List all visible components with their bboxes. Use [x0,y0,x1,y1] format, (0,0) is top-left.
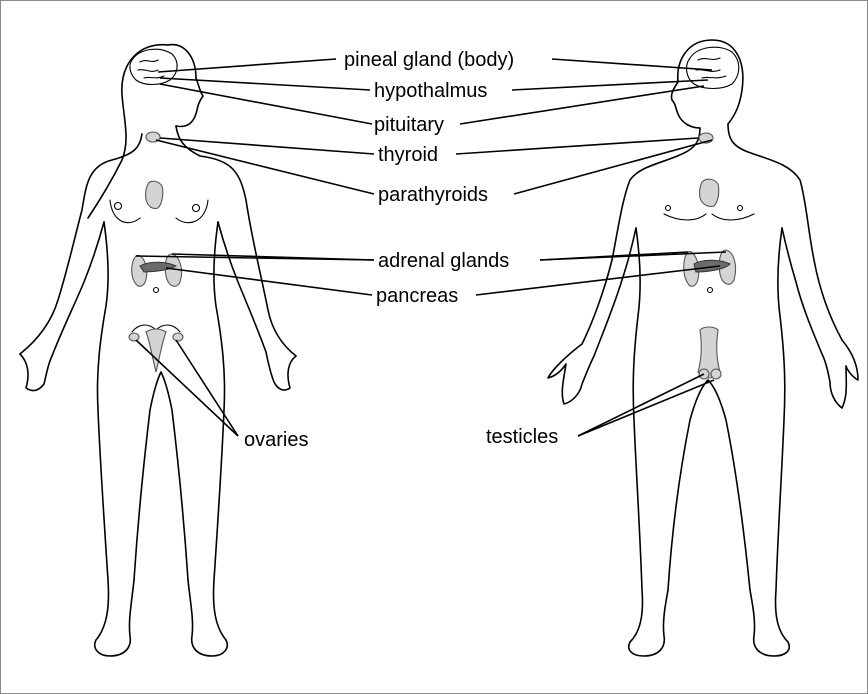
label-thyroid: thyroid [378,144,438,166]
hypothalamus-leader-left [160,78,370,90]
label-ovaries: ovaries [244,429,308,451]
female-inner-legs [134,372,188,580]
pancreas-leader-right [476,266,720,295]
female-face [176,78,203,126]
female-thymus [146,181,163,208]
male-left-testicle [711,369,721,379]
male-left-arm-inner [782,228,822,354]
female-right-arm-inner [218,222,266,352]
female-right-leg-outer [188,222,227,656]
label-pineal-gland: pineal gland (body) [344,49,514,71]
male-thymus [700,179,719,206]
male-figure [548,40,858,656]
hypothalamus-leader-right [512,80,708,90]
female-right-nipple [193,205,200,212]
male-left-hand [822,340,858,408]
female-left-nipple [115,203,122,210]
male-brain [687,47,739,88]
parathyroids-leader-left [156,140,374,194]
male-head-back [712,40,743,124]
male-left-nipple [738,206,743,211]
male-right-nipple [666,206,671,211]
ovaries-leader-2 [176,340,238,436]
female-right-breast [176,200,208,223]
female-right-ovary [173,333,183,341]
label-pituitary: pituitary [374,114,444,136]
female-left-ovary [129,333,139,341]
label-pancreas: pancreas [376,285,458,307]
male-right-arm-outer [582,128,700,344]
male-right-hand [548,344,594,404]
label-testicles: testicles [486,426,558,448]
male-brain-folds [696,58,726,78]
pituitary-leader-left [160,84,372,124]
female-left-hand [20,354,52,391]
label-hypothalamus: hypothalmus [374,80,487,102]
female-left-arm-inner [52,222,104,356]
female-left-arm-outer [20,134,142,354]
female-right-hand [266,352,296,390]
male-left-arm-outer [728,124,842,340]
female-navel [154,288,159,293]
thyroid-leader-right [456,138,698,154]
female-left-leg-outer [95,222,134,656]
pancreas-leader-left [166,268,372,295]
female-left-breast [110,200,140,223]
female-figure [20,45,296,656]
female-hair-top [168,45,196,78]
male-right-leg-outer [629,228,668,656]
female-brain-folds [138,60,164,78]
label-parathyroids: parathyroids [378,184,488,206]
male-face [671,40,712,128]
pituitary-leader-right [460,86,704,124]
pineal-leader-left [158,59,336,72]
adrenal-leader-right-2 [540,252,726,260]
male-left-leg-outer [750,228,789,656]
male-inner-legs [668,380,750,590]
label-adrenal-glands: adrenal glands [378,250,509,272]
male-navel [708,288,713,293]
male-chest [664,214,754,220]
testicles-leader-1 [578,374,704,436]
